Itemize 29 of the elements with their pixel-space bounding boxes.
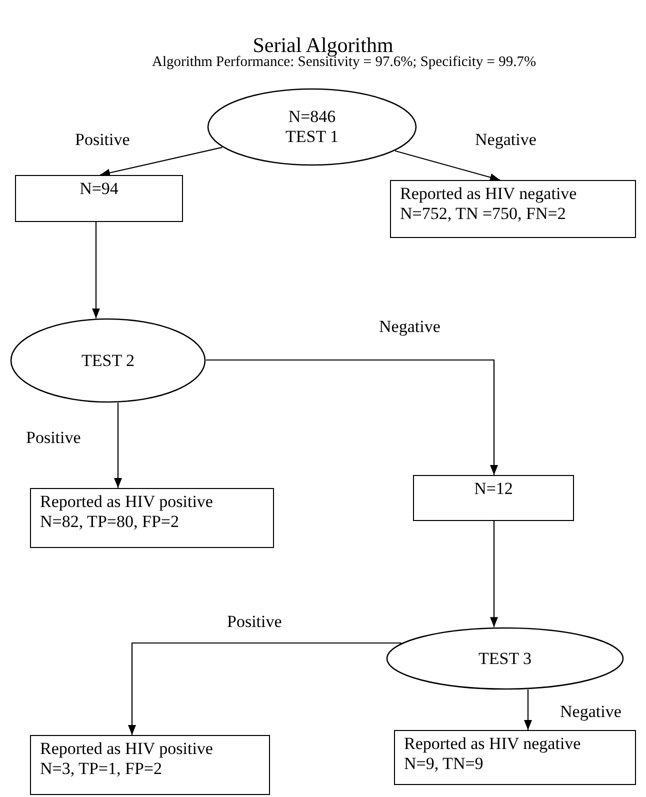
node-text: TEST 1: [285, 127, 339, 147]
process-box: [390, 180, 636, 238]
node-text: Reported as HIV negative: [400, 184, 578, 204]
arrow: [128, 642, 402, 735]
node-text: N=94: [78, 179, 120, 199]
node-text: N=3, TP=1, FP=2: [40, 759, 163, 779]
arrow: [114, 402, 122, 488]
node-text: Reported as HIV positive: [40, 739, 214, 759]
node-text: N=9, TN=9: [404, 754, 484, 774]
node-text: Reported as HIV negative: [404, 734, 582, 754]
process-box: [30, 735, 270, 795]
node-text: N=82, TP=80, FP=2: [40, 512, 180, 532]
node-text: Reported as HIV positive: [40, 492, 214, 512]
node-text: TEST 2: [81, 350, 135, 370]
arrow: [100, 146, 222, 177]
node-text: N=846: [288, 107, 336, 127]
arrow: [490, 521, 498, 628]
node-text: N=12: [473, 479, 514, 499]
process-box: [30, 488, 274, 548]
arrow: [394, 150, 500, 182]
node-text: N=752, TN =750, FN=2: [400, 204, 567, 224]
node-text: TEST 3: [478, 648, 532, 668]
process-box: [15, 175, 183, 222]
arrow: [206, 359, 498, 475]
process-box: [394, 730, 636, 785]
arrow: [92, 222, 100, 318]
process-box: [413, 475, 574, 521]
title: Serial Algorithm: [252, 33, 394, 57]
arrow: [524, 689, 532, 730]
